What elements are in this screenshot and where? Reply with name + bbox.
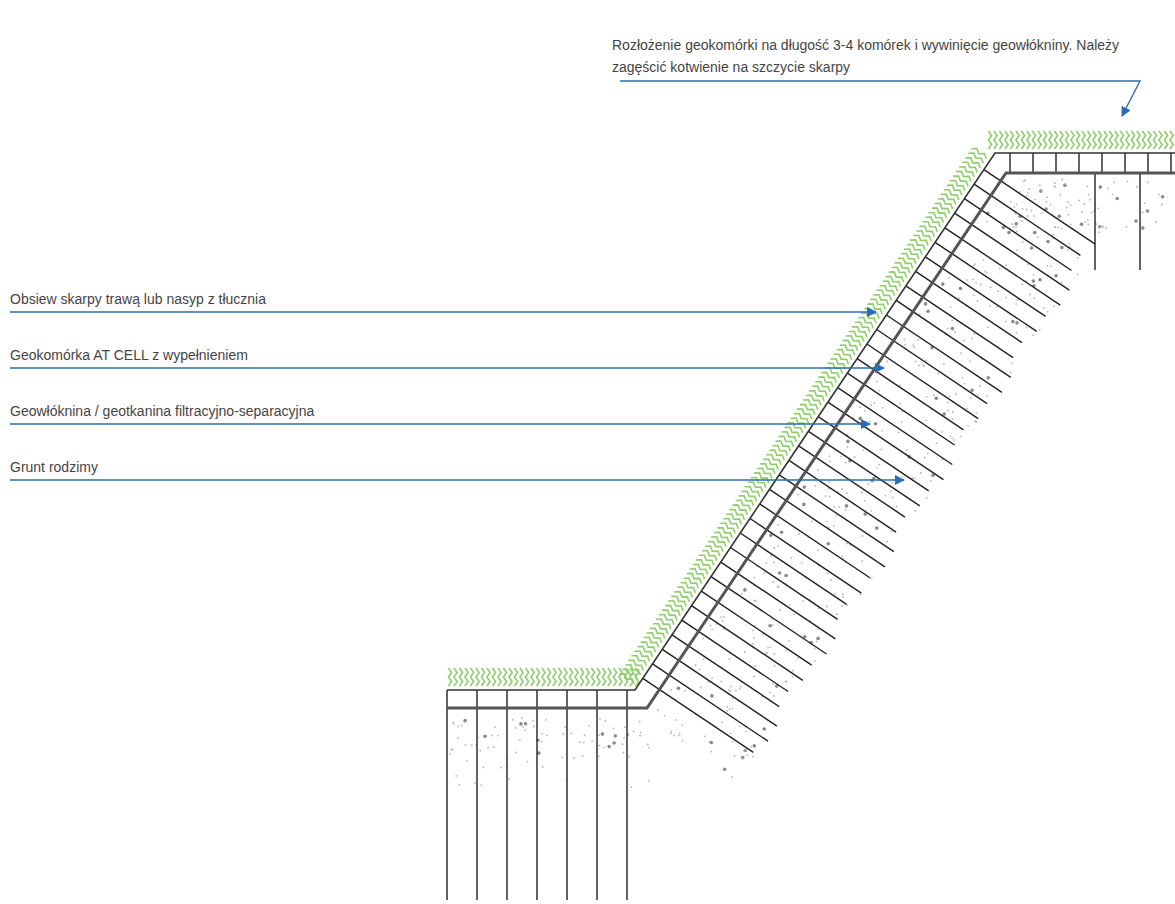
layer-label: Obsiew skarpy trawą lub nasyp z tłucznia — [10, 288, 266, 310]
soil-texture — [450, 179, 1165, 789]
layer-label: Geokomórka AT CELL z wypełnieniem — [10, 344, 248, 366]
geocell-anchors — [447, 153, 1171, 900]
geocell-top — [447, 153, 1175, 690]
leader-lines — [10, 81, 1140, 480]
layer-label: Grunt rodzimy — [10, 456, 98, 478]
geotextile-line — [447, 173, 1175, 708]
callout-note: Rozłożenie geokomórki na długość 3-4 kom… — [612, 34, 1172, 78]
grass-cover — [448, 131, 1173, 686]
layer-label: Geowłóknina / geotkanina filtracyjno-sep… — [10, 400, 314, 422]
